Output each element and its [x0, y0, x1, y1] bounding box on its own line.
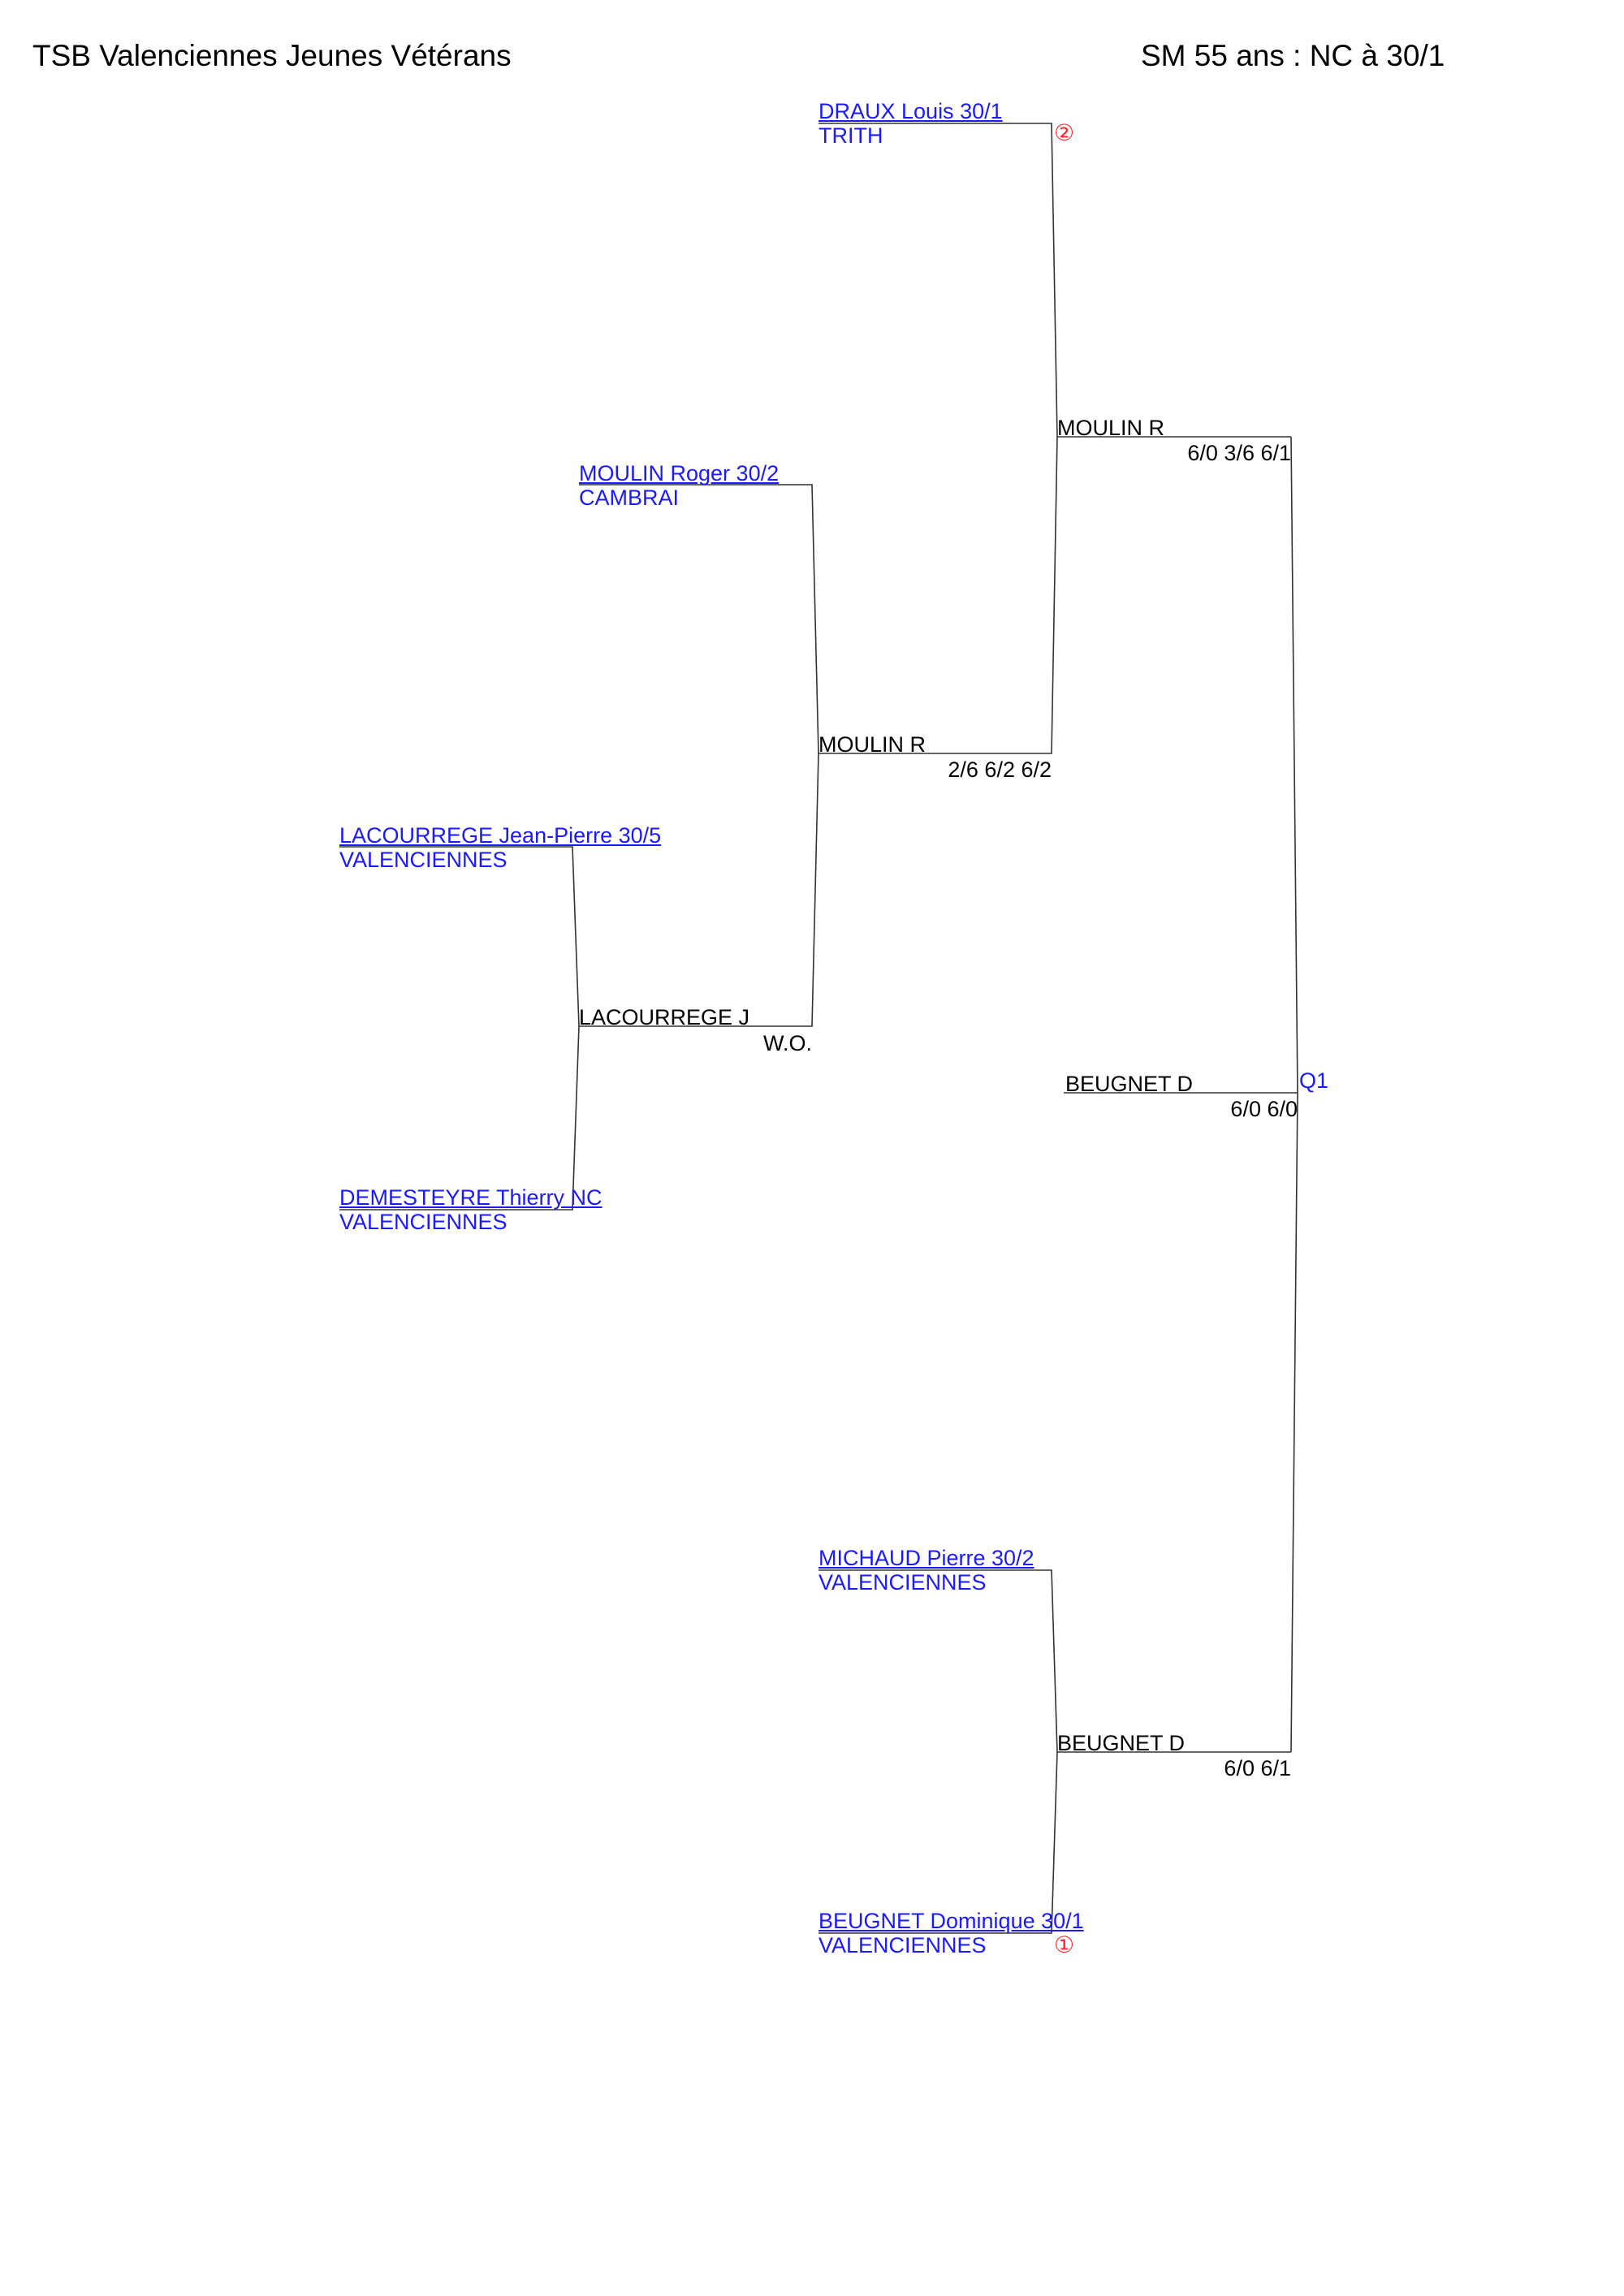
match-winner: BEUGNET D	[1065, 1072, 1194, 1096]
match-winner: MOULIN R	[818, 732, 926, 757]
player-name[interactable]: MICHAUD Pierre 30/2	[818, 1546, 1034, 1570]
player-lacourrege[interactable]: LACOURREGE Jean-Pierre 30/5 VALENCIENNES	[339, 825, 661, 874]
player-beugnet[interactable]: BEUGNET Dominique 30/1 VALENCIENNES	[818, 1910, 1084, 1959]
player-michaud[interactable]: MICHAUD Pierre 30/2 VALENCIENNES	[818, 1547, 1034, 1596]
match-winner: MOULIN R	[1057, 416, 1165, 440]
bracket-line-moulin-roger	[579, 484, 819, 754]
bracket-line-michaud	[818, 1569, 1291, 1753]
player-moulin[interactable]: MOULIN Roger 30/2 CAMBRAI	[579, 463, 779, 511]
match-score: W.O.	[763, 1031, 812, 1055]
bracket-line-draux	[818, 123, 1291, 438]
bracket-line-beugnet	[818, 1751, 1058, 1934]
player-name[interactable]: DRAUX Louis 30/1	[818, 99, 1003, 123]
bracket-line-lacourrege	[339, 846, 580, 1027]
player-club: VALENCIENNES	[818, 1570, 987, 1595]
bracket-line-lacourrege-j	[579, 753, 819, 1027]
player-club: TRITH	[818, 123, 883, 148]
qualifier-label: Q1	[1299, 1068, 1329, 1093]
match-score: 6/0 6/1	[1224, 1756, 1291, 1780]
match-score: 6/0 3/6 6/1	[1187, 441, 1291, 465]
seed-badge: ②	[1054, 120, 1075, 145]
player-draux[interactable]: DRAUX Louis 30/1 TRITH	[818, 101, 1003, 149]
bracket-line-demesteyre	[339, 1025, 580, 1211]
player-name[interactable]: LACOURREGE Jean-Pierre 30/5	[339, 823, 662, 848]
category-title: SM 55 ans : NC à 30/1	[1141, 39, 1445, 72]
player-demesteyre[interactable]: DEMESTEYRE Thierry NC VALENCIENNES	[339, 1187, 603, 1236]
player-club: VALENCIENNES	[818, 1933, 987, 1957]
match-winner: BEUGNET D	[1057, 1731, 1186, 1755]
bracket-line-final-top	[1290, 436, 1298, 1094]
tournament-title: TSB Valenciennes Jeunes Vétérans	[32, 39, 512, 72]
seed-badge: ①	[1054, 1932, 1075, 1957]
bracket-line-moulin-sf	[818, 436, 1058, 754]
match-score: 2/6 6/2 6/2	[948, 757, 1052, 782]
bracket-line-final-bottom	[1290, 1092, 1298, 1753]
match-winner: LACOURREGE J	[579, 1005, 750, 1029]
player-club: VALENCIENNES	[339, 1210, 508, 1234]
match-score: 6/0 6/0	[1230, 1097, 1298, 1121]
player-club: VALENCIENNES	[339, 848, 508, 872]
player-name[interactable]: BEUGNET Dominique 30/1	[818, 1909, 1084, 1933]
player-club: CAMBRAI	[579, 486, 680, 510]
player-name[interactable]: MOULIN Roger 30/2	[579, 461, 780, 486]
player-name[interactable]: DEMESTEYRE Thierry NC	[339, 1185, 603, 1210]
